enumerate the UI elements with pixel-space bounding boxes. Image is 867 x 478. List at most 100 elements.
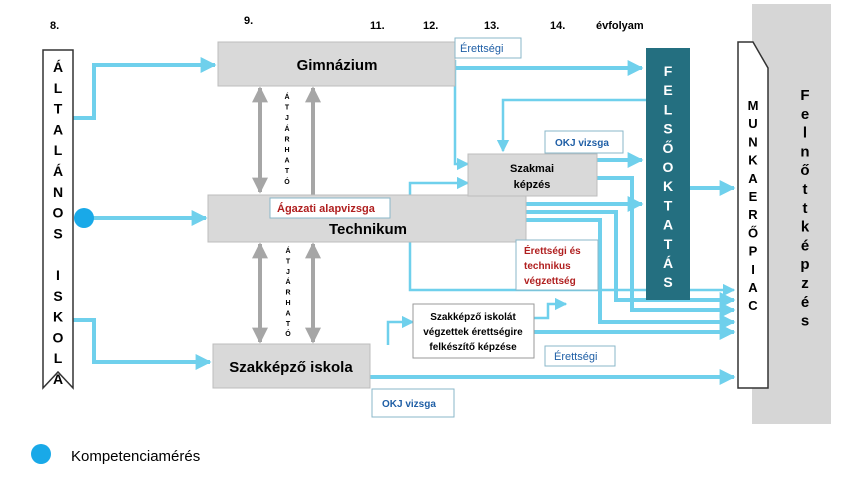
atjarhato-letter: Á <box>284 92 289 101</box>
munkaeropiac-letter: N <box>748 134 757 149</box>
grade-label: évfolyam <box>596 20 644 32</box>
altalanos-iskola-letter: Á <box>53 59 63 75</box>
atjarhato-letter: J <box>286 269 290 276</box>
arrow-erettsegi-kepzes-felsooktatas <box>534 297 568 320</box>
atjarhato-letter: T <box>286 258 291 265</box>
erettsegi-technikus-frame <box>515 239 599 291</box>
felnottkepzes-letter: n <box>800 143 809 160</box>
erettsegi-kepzes-box <box>412 303 535 359</box>
arrow-szakmai-munkaeropiac <box>597 176 736 318</box>
atjarhato-letter: Á <box>285 246 290 255</box>
altalanos-iskola-letter: Á <box>53 163 63 179</box>
felnottkepzes-letter: p <box>800 256 809 273</box>
felsooktatas-letter: T <box>664 197 673 213</box>
felnottkepzes-letter: l <box>803 125 807 142</box>
grade-9: 9. <box>244 15 253 27</box>
altalanos-iskola-letter: L <box>54 350 63 366</box>
felsooktatas-letter: E <box>663 82 672 98</box>
atjarhato-letter: A <box>284 158 289 165</box>
felnottkepzes-letter: é <box>801 237 809 254</box>
munkaeropiac-letter: U <box>748 116 757 131</box>
atjarhato-letter: T <box>285 105 290 112</box>
grade-13: 13. <box>484 20 499 32</box>
grade-8: 8. <box>50 20 59 32</box>
felsooktatas-letter: Á <box>663 255 673 271</box>
altalanos-iskola-letter: L <box>54 80 63 96</box>
altalanos-iskola-letter: O <box>53 205 64 221</box>
atjarhato-letter: H <box>285 300 290 307</box>
arrow-szakkepzo-erettsegi-kepzes <box>386 315 415 345</box>
szakkepzo-iskola-box <box>212 343 371 389</box>
felsooktatas-letter: L <box>664 101 673 117</box>
munkaeropiac-letter: I <box>751 262 755 277</box>
altalanos-iskola-letter: N <box>53 184 63 200</box>
szakmai-kepzes-line1: Szakmai <box>510 163 554 175</box>
arrow-technikum-szakmai <box>408 176 470 197</box>
felsooktatas-letter: S <box>663 121 672 137</box>
felsooktatas-letter: F <box>664 63 673 79</box>
altalanos-iskola-letter: I <box>56 267 60 283</box>
atjarhato-letter: Ó <box>285 329 291 338</box>
altalanos-iskola-block <box>42 49 74 390</box>
felsooktatas-letter: K <box>663 178 673 194</box>
atjarhato-letter: J <box>285 115 289 122</box>
okj-top-label: OKJ vizsga <box>555 138 609 149</box>
altalanos-iskola-letter: S <box>53 225 62 241</box>
technikum-label: Technikum <box>329 221 407 238</box>
altalanos-iskola-letter: S <box>53 288 62 304</box>
erettsegi-kepzes-line1: Szakképző iskolát <box>430 312 516 323</box>
erettsegi-top-label: Érettségi <box>460 42 503 55</box>
arrow-technikum-munkaeropiac-2 <box>526 218 736 330</box>
altalanos-iskola-letter: A <box>53 121 63 137</box>
legend-label: Kompetenciamérés <box>71 448 200 465</box>
erettsegi-technikus-line2: technikus <box>524 261 571 272</box>
okj-bottom-frame <box>371 388 455 418</box>
munkaeropiac-block <box>737 41 769 389</box>
felnottkepzes-letter: z <box>801 275 809 292</box>
atjarhato-letter: T <box>285 168 290 175</box>
felsooktatas-box <box>646 48 690 300</box>
altalanos-iskola-letter: L <box>54 142 63 158</box>
munkaeropiac-letter: A <box>748 171 758 186</box>
felsooktatas-letter: Ő <box>663 139 674 156</box>
gimnazium-box <box>217 41 456 87</box>
atjarhato-letter: H <box>284 147 289 154</box>
atjarhato-letter: A <box>285 310 290 317</box>
okj-bottom-label: OKJ vizsga <box>382 399 436 410</box>
gimnazium-label: Gimnázium <box>297 57 378 74</box>
erettsegi-bottom-label: Érettségi <box>554 350 597 363</box>
felsooktatas-letter: O <box>663 159 674 175</box>
szakkepzo-iskola-label: Szakképző iskola <box>229 359 353 376</box>
szakmai-kepzes-line2: képzés <box>514 179 551 191</box>
szakmai-kepzes-box <box>467 153 598 197</box>
arrow-felsooktatas-szakmai <box>496 98 646 153</box>
felsooktatas-letter: A <box>663 217 673 233</box>
kompetenciameres-dot <box>74 208 94 228</box>
grade-12: 12. <box>423 20 438 32</box>
felnottkepzes-letter: e <box>801 106 809 123</box>
erettsegi-kepzes-line2: végzettek érettségire <box>423 327 523 338</box>
felnottkepzes-letter: t <box>803 200 808 217</box>
okj-top-frame <box>544 130 624 154</box>
munkaeropiac-letter: E <box>749 189 758 204</box>
felnottkepzes-letter: s <box>801 313 809 330</box>
atjarhato-letter: T <box>286 321 291 328</box>
atjarhato-letter: Ó <box>284 177 290 186</box>
felsooktatas-letter: T <box>664 236 673 252</box>
altalanos-iskola-letter: O <box>53 329 64 345</box>
felnottkepzes-letter: t <box>803 181 808 198</box>
altalanos-iskola-letter: K <box>53 309 63 325</box>
arrow-to-gimnazium <box>73 57 217 120</box>
munkaeropiac-letter: P <box>749 244 758 259</box>
legend-dot <box>31 444 51 464</box>
atjarhato-letter: Á <box>285 277 290 286</box>
munkaeropiac-letter: K <box>748 153 758 168</box>
atjarhato-letter: R <box>285 290 290 297</box>
munkaeropiac-letter: R <box>748 207 758 222</box>
arrow-to-szakkepzo <box>73 318 212 370</box>
